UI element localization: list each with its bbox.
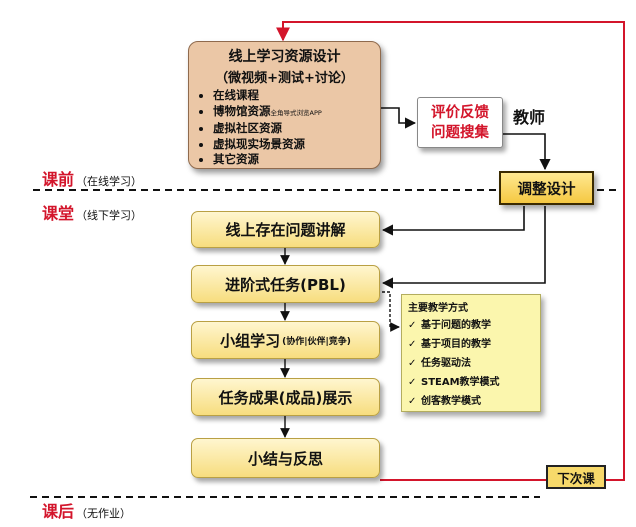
resource-note: 全角导式浏览APP [270,108,322,117]
check-icon: ✓ [408,358,417,369]
resource-item: 虚拟现实场景资源 [213,137,372,153]
design-subtitle: （微视频+测试+讨论） [215,71,354,86]
resource-list: 在线课程 博物馆资源全角导式浏览APP 虚拟社区资源 虚拟现实场景资源 其它资源 [197,88,372,168]
check-icon: ✓ [408,377,417,388]
resource-item: 在线课程 [213,88,372,104]
arrow-design-feedback [381,107,417,129]
stage-before: 课前（在线学习） [42,166,142,190]
stage-after: 课后（无作业） [42,498,131,522]
resource-item: 其它资源 [213,152,372,168]
stage-after-note: （无作业） [76,507,132,520]
arrow-feedback-adjust [503,133,551,171]
teaching-methods-box: 主要教学方式 ✓基于问题的教学 ✓基于项目的教学 ✓任务驱动法 ✓STEAM教学… [401,294,541,412]
arrow-step2-methods [382,291,400,332]
stage-during-label: 课堂 [42,204,75,223]
resource-item: 博物馆资源全角导式浏览APP [213,104,372,122]
feedback-line2: 问题搜集 [431,124,489,141]
method-item: ✓STEAM教学模式 [408,373,534,392]
step-pbl-task: 进阶式任务(PBL) [191,265,380,303]
step-group-study: 小组学习(协作|伙伴|竞争) [191,321,380,359]
arrow-adjust-step1 [381,206,525,236]
method-item: ✓基于问题的教学 [408,316,534,335]
check-icon: ✓ [408,339,417,350]
resource-design-box: 线上学习资源设计 （微视频+测试+讨论） 在线课程 博物馆资源全角导式浏览APP… [188,41,381,169]
feedback-line1: 评价反馈 [431,104,489,121]
check-icon: ✓ [408,320,417,331]
step-result-show: 任务成果(成品)展示 [191,378,380,416]
loop-line [276,21,625,481]
check-icon: ✓ [408,396,417,407]
design-title: 线上学习资源设计 [228,49,341,65]
teacher-label: 教师 [513,108,546,127]
stage-during-note: （线下学习） [76,209,143,222]
feedback-box: 评价反馈 问题搜集 [417,97,503,148]
method-item: ✓基于项目的教学 [408,335,534,354]
arrow-adjust-step2 [381,206,546,289]
step-group-study-sub: (协作|伙伴|竞争) [282,336,351,347]
step-summary: 小结与反思 [191,438,380,478]
stage-before-label: 课前 [42,170,75,189]
method-item: ✓创客教学模式 [408,392,534,411]
method-item: ✓任务驱动法 [408,354,534,373]
stage-during: 课堂（线下学习） [42,200,142,224]
stage-after-label: 课后 [42,502,75,521]
resource-item: 虚拟社区资源 [213,121,372,137]
stage-before-note: （在线学习） [76,175,143,188]
step-problem-explain: 线上存在问题讲解 [191,211,380,248]
methods-title: 主要教学方式 [408,303,468,314]
next-class-box: 下次课 [546,465,606,489]
adjust-design-box: 调整设计 [499,171,594,205]
